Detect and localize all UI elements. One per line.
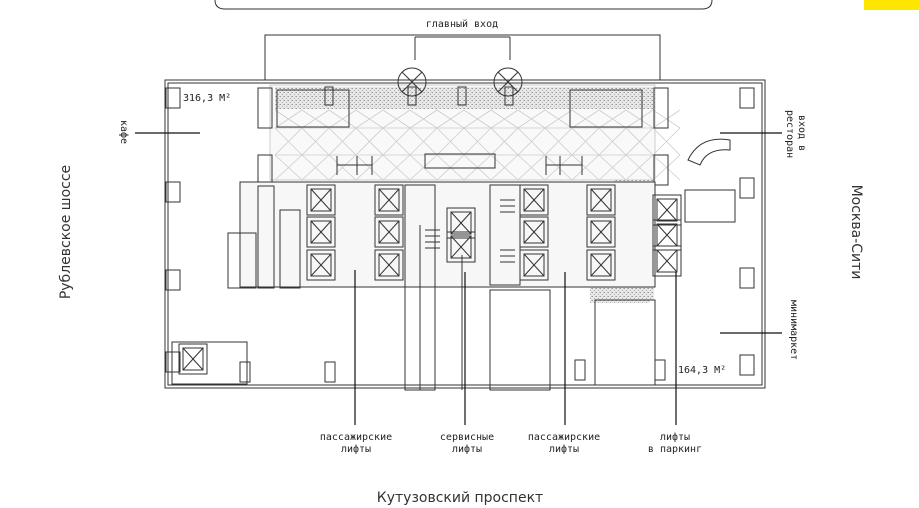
parking-lifts-label-2: в паркинг: [648, 444, 702, 455]
service-lifts-label-2: лифты: [452, 443, 482, 455]
passenger-lifts-left-label-2: лифты: [341, 443, 371, 455]
minimarket-label: минимаркет: [788, 300, 799, 360]
stairs: [425, 199, 515, 263]
lobby-floor-grid: [275, 127, 655, 156]
seating-right: [569, 89, 643, 128]
street-bottom-label: Кутузовский проспект: [377, 490, 543, 506]
accent-tab: [864, 0, 919, 10]
canopy-outline: [214, 0, 713, 10]
street-left-label: Рублевское шоссе: [58, 165, 74, 299]
leader-lines: [135, 132, 782, 425]
spiral-stair-icon: [687, 138, 731, 166]
area-left-label: 316,3 М²: [183, 93, 231, 104]
parking-lifts: [652, 194, 682, 277]
cafe-label: кафе: [118, 120, 130, 144]
parking-lifts-label-1: лифты: [660, 431, 690, 443]
revolving-door-left-icon: [397, 67, 427, 97]
seating-left: [276, 89, 350, 128]
core-walls: [171, 181, 736, 391]
area-right-label: 164,3 М²: [678, 365, 726, 376]
passenger-lifts-right-label-1: пассажирские: [528, 432, 600, 443]
passenger-lifts-right-label-2: лифты: [549, 443, 579, 455]
restaurant-entrance-label-2: ресторан: [784, 110, 795, 158]
reception-desk: [424, 153, 496, 169]
cafe-lift: [178, 343, 208, 375]
street-right-label: Москва-Сити: [848, 185, 864, 280]
lobby-stipple: [275, 87, 655, 109]
main-entrance-label: главный вход: [426, 18, 498, 30]
service-lifts-label-1: сервисные: [440, 432, 494, 443]
passenger-lifts-left-label-1: пассажирские: [320, 432, 392, 443]
revolving-door-right-icon: [493, 67, 523, 97]
restaurant-entrance-label-1: вход в: [796, 115, 807, 151]
